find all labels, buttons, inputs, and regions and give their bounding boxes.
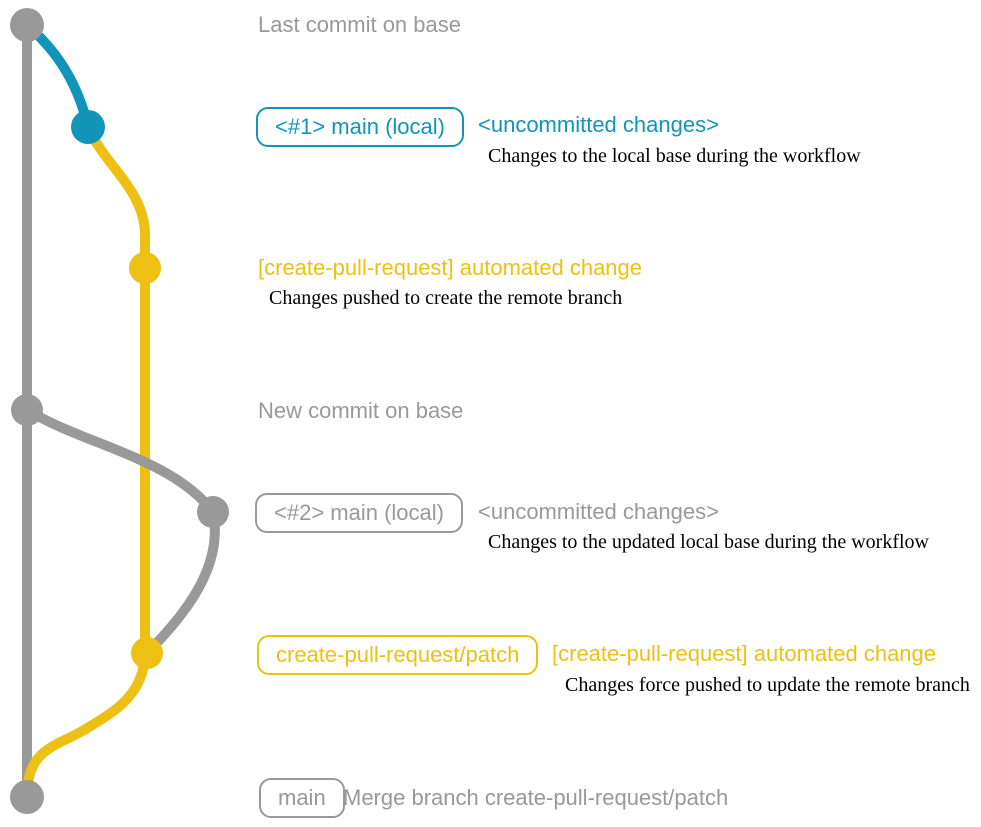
branch-badge-main: main — [259, 778, 345, 819]
commit-message-uncommitted-1: <uncommitted changes> — [478, 112, 719, 137]
patch-merge-curve — [22, 650, 150, 802]
branch-badge-patch: create-pull-request/patch — [257, 635, 539, 676]
new-commit-label: New commit on base — [258, 398, 464, 423]
description-push-1: Changes pushed to create the remote bran… — [269, 287, 623, 309]
commit-message-merge: Merge branch create-pull-request/patch — [343, 785, 729, 810]
commit-dot-force-push — [131, 637, 163, 669]
description-uncommitted-2: Changes to the updated local base during… — [488, 531, 929, 553]
main-local-branch-curve-2 — [22, 405, 218, 517]
commit-message-automated-change-2: [create-pull-request] automated change — [552, 641, 937, 666]
commit-dot-automated-change — [129, 252, 161, 284]
branch-badge-main-local-2: <#2> main (local) — [255, 493, 463, 534]
last-commit-label: Last commit on base — [258, 12, 461, 37]
branch-badge-main-local-1: <#1> main (local) — [256, 107, 464, 148]
commit-message-automated-change-1: [create-pull-request] automated change — [258, 255, 643, 280]
commit-message-uncommitted-2: <uncommitted changes> — [478, 499, 719, 524]
commit-dot-main-local-1 — [71, 110, 105, 144]
description-force-push: Changes force pushed to update the remot… — [565, 674, 970, 696]
description-uncommitted-1: Changes to the local base during the wor… — [488, 145, 861, 167]
patch-branch-line — [83, 122, 150, 657]
main-local-branch-curve-1 — [22, 20, 93, 132]
commit-dot-last-base — [10, 8, 44, 42]
git-graph — [10, 8, 229, 814]
force-push-curve — [142, 507, 220, 658]
commit-dot-main-local-2 — [197, 496, 229, 528]
commit-dot-new-base — [11, 394, 43, 426]
commit-dot-merge — [10, 780, 44, 814]
